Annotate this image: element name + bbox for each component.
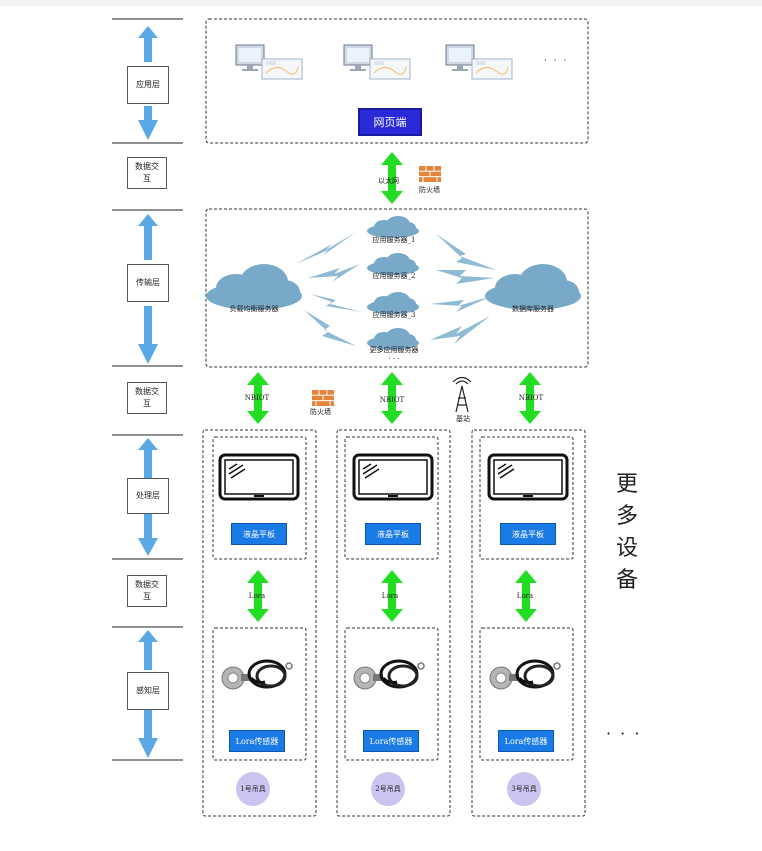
web-container <box>205 18 589 144</box>
layer-separators <box>112 18 183 761</box>
processing-layer-arrows <box>138 438 158 556</box>
base-station-label: 基站 <box>456 415 470 423</box>
transport-layer-label: 传输层 <box>127 264 169 302</box>
network-bolts <box>296 232 496 346</box>
more-devices-char-4: 备 <box>615 568 638 593</box>
web-more-ellipsis: · · · <box>544 56 569 66</box>
tablet-icon-3 <box>487 453 569 501</box>
database-server-label: 数据库服务器 <box>512 305 554 313</box>
firewall-label-bottom: 防火墙 <box>310 408 331 416</box>
web-client-2 <box>343 44 411 80</box>
panel-box-3 <box>479 436 574 560</box>
nbiot-label-2: NBIOT <box>379 396 405 404</box>
firewall-icon-bottom <box>311 389 335 407</box>
sensor-button-1[interactable]: Lora传感器 <box>229 730 285 752</box>
top-strip <box>0 0 762 6</box>
servers-ellipsis: · · · <box>388 355 400 363</box>
sensor-box-2 <box>344 627 439 761</box>
web-client-3 <box>445 44 513 80</box>
panel-button-3[interactable]: 液晶平板 <box>500 523 556 545</box>
lora-label-1: Lora <box>248 592 266 600</box>
lora-label-3: Lora <box>516 592 534 600</box>
data-exchange-label-2: 数据交互 <box>127 382 167 414</box>
device-column-3 <box>471 429 586 817</box>
base-station-icon <box>452 376 472 413</box>
firewall-icon-top <box>418 165 442 183</box>
web-portal-button[interactable]: 网页端 <box>358 108 422 136</box>
panel-button-1[interactable]: 液晶平板 <box>231 523 287 545</box>
load-balancer-label: 负载均衡服务器 <box>229 305 279 313</box>
transport-layer-arrows <box>138 214 158 364</box>
sensor-box-3 <box>479 627 574 761</box>
server-container <box>205 208 589 368</box>
app-server-1-label: 应用服务器_1 <box>372 236 416 244</box>
firewall-label-top: 防火墙 <box>419 186 440 194</box>
lora-label-2: Lora <box>381 592 399 600</box>
application-layer-label: 应用层 <box>127 66 169 104</box>
panel-box-1 <box>212 436 307 560</box>
perception-layer-label: 感知层 <box>127 672 169 710</box>
panel-box-2 <box>344 436 439 560</box>
more-devices-char-1: 更 <box>615 472 638 497</box>
web-client-1 <box>235 44 303 80</box>
more-devices-char-3: 设 <box>615 536 638 561</box>
nbiot-label-3: NBIOT <box>518 394 544 402</box>
sensor-button-2[interactable]: Lora传感器 <box>363 730 419 752</box>
app-server-3-label: 应用服务器_3 <box>372 311 416 319</box>
more-devices-ellipsis: · · · <box>606 724 642 743</box>
data-exchange-label-3: 数据交互 <box>127 575 167 607</box>
device-label-2: 2号吊具 <box>371 772 405 806</box>
more-app-servers-label: 更多应用服务器 <box>369 346 419 354</box>
processing-layer-label: 处理层 <box>127 478 169 514</box>
tablet-icon-1 <box>218 453 300 501</box>
data-exchange-label-1: 数据交互 <box>127 157 167 189</box>
device-label-3: 3号吊具 <box>507 772 541 806</box>
sensor-icon-3 <box>488 659 562 691</box>
device-label-1: 1号吊具 <box>236 772 270 806</box>
sensor-icon-2 <box>352 659 426 691</box>
ethernet-label: 以太网 <box>378 177 399 185</box>
perception-layer-arrows <box>138 630 158 758</box>
nbiot-label-1: NBIOT <box>244 394 270 402</box>
sensor-icon-1 <box>220 659 294 691</box>
application-layer-arrows <box>138 26 158 140</box>
app-server-2-label: 应用服务器_2 <box>372 272 416 280</box>
sensor-button-3[interactable]: Lora传感器 <box>498 730 554 752</box>
device-column-1 <box>202 429 317 817</box>
panel-button-2[interactable]: 液晶平板 <box>365 523 421 545</box>
device-column-2 <box>336 429 451 817</box>
sensor-box-1 <box>212 627 307 761</box>
more-devices-char-2: 多 <box>615 504 638 529</box>
tablet-icon-2 <box>352 453 434 501</box>
